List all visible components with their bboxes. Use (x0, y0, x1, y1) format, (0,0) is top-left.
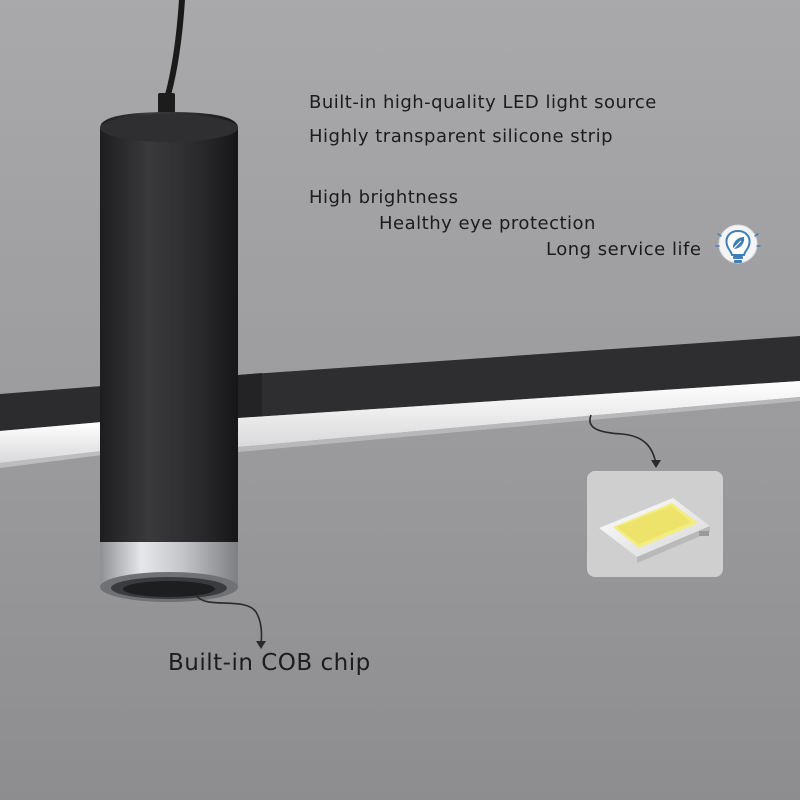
feature-service-life: Long service life (546, 239, 702, 260)
cob-chip-caption: Built-in COB chip (168, 650, 371, 676)
feature-eye-protection: Healthy eye protection (379, 213, 596, 234)
feature-high-brightness: High brightness (309, 187, 459, 208)
smd-led-chip-icon (599, 498, 710, 563)
cylinder-spotlight (100, 112, 238, 602)
feature-silicone-strip: Highly transparent silicone strip (309, 126, 613, 147)
lightbulb-leaf-icon (714, 222, 764, 272)
feature-led-source: Built-in high-quality LED light source (309, 92, 657, 113)
suspension-cable (158, 0, 185, 113)
cob-callout-arrow (195, 594, 266, 649)
strip-callout-arrow (589, 414, 661, 468)
smd-chip-card (587, 471, 723, 577)
linear-light-bar-right (238, 336, 800, 452)
linear-light-bar-left (0, 386, 102, 468)
